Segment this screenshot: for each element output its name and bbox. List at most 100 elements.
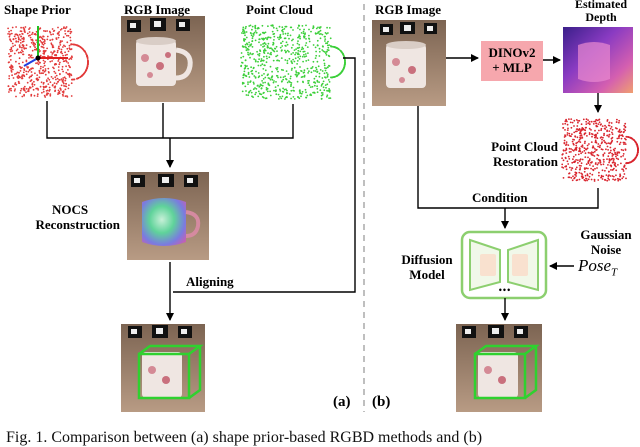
point [602,175,605,178]
point [620,162,622,165]
point [575,144,578,147]
point [295,74,298,76]
point [322,50,325,52]
point [587,122,590,125]
point [618,151,620,154]
point [66,41,69,44]
point [57,69,60,72]
point [303,74,306,77]
point [323,89,326,92]
point [249,89,252,92]
point [36,62,39,64]
point [12,77,15,79]
point [258,54,261,57]
point [326,44,329,47]
point [575,119,578,121]
point [614,147,616,150]
point [324,40,326,42]
point [615,157,618,160]
point [273,89,275,92]
point [54,76,57,79]
point [612,153,615,156]
point [277,76,279,79]
point [19,89,22,92]
point [624,148,627,151]
point [608,133,611,136]
point [72,43,75,46]
point [42,69,45,71]
point [60,48,63,51]
point [580,175,583,178]
shape-prior-label: Shape Prior [4,2,71,17]
point [579,141,582,144]
point [57,89,60,92]
point [32,41,35,44]
point [594,134,597,137]
point [59,73,61,76]
point [321,82,324,85]
point [23,74,25,77]
point [264,37,267,39]
point [584,152,587,155]
point [32,43,35,45]
point [19,30,22,32]
point [317,65,320,68]
point [261,59,263,62]
point [604,141,606,144]
point [10,89,13,92]
point [11,26,14,29]
point [577,140,580,143]
point [43,30,45,32]
point [284,75,286,78]
point [62,81,65,83]
point [562,149,565,152]
point [578,178,581,181]
point [575,175,577,177]
point [316,44,319,46]
point [66,34,68,37]
point [38,76,41,79]
point [313,70,315,72]
point [253,75,256,77]
point [244,59,247,62]
point [64,79,67,82]
point [79,46,82,49]
point [328,97,330,100]
point [55,78,57,81]
point [257,27,260,30]
point [309,86,312,88]
point [47,77,49,80]
point [263,55,265,58]
point [600,127,603,130]
point [70,95,73,97]
point [33,94,36,97]
point [316,70,319,73]
point [64,30,66,32]
point [51,44,54,47]
point [562,127,564,129]
point [284,96,287,99]
point [566,160,569,163]
point [598,121,601,124]
point [588,133,591,136]
point [282,78,285,81]
point [25,47,27,50]
point [15,95,17,98]
point [248,41,251,44]
point [66,95,68,97]
point [61,68,64,71]
pose-text: Pose [578,256,612,275]
point [19,70,22,72]
point [10,50,12,53]
point [278,38,280,41]
point [68,58,71,61]
point [320,33,322,35]
point [288,80,290,82]
point [297,56,300,58]
point [39,72,41,75]
point [31,31,34,34]
point [255,91,257,94]
point [272,33,275,36]
point [301,46,304,49]
point [574,154,577,156]
